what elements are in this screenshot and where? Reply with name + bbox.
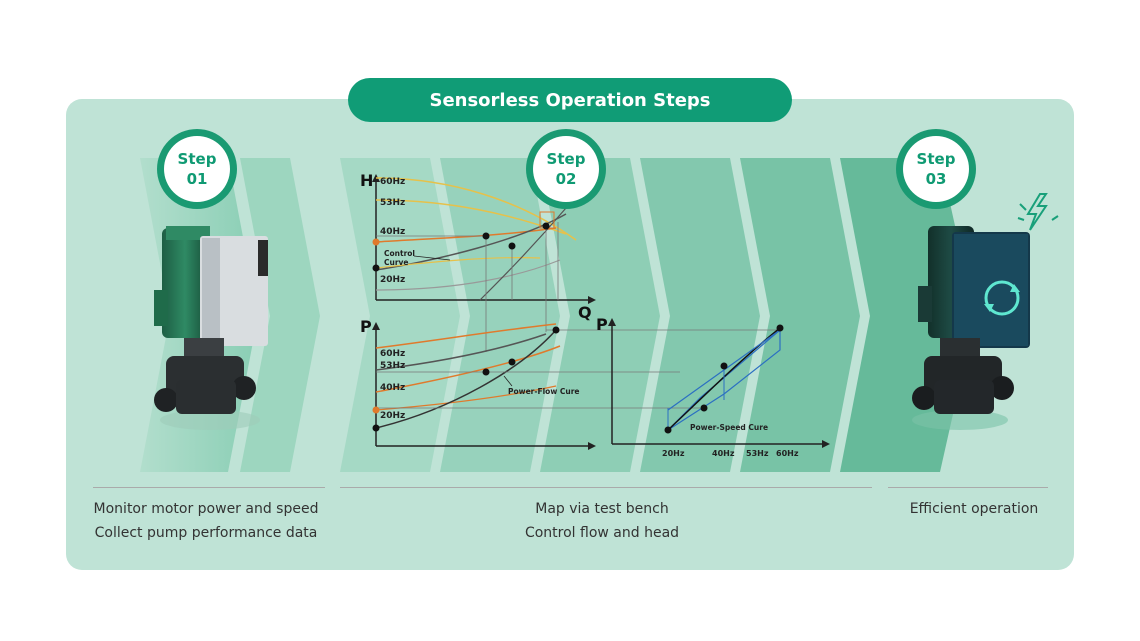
step-03-badge: Step 03 bbox=[896, 129, 976, 209]
step-1-caption-line-2: Collect pump performance data bbox=[94, 525, 318, 541]
step-02-badge: Step 02 bbox=[526, 129, 606, 209]
step-03-number: 03 bbox=[925, 170, 947, 188]
hq-x-axis-label: Q bbox=[578, 303, 592, 322]
control-curve-label-2: Curve bbox=[384, 258, 409, 267]
pq-label-60hz: 60Hz bbox=[380, 349, 405, 359]
ps-tick-40hz: 40Hz bbox=[712, 449, 735, 458]
pq-label-40hz: 40Hz bbox=[380, 383, 405, 393]
divider-step-2 bbox=[340, 487, 872, 488]
pq-chart: P 60Hz 53Hz 40Hz 20Hz Power-Flow Cure bbox=[360, 317, 780, 450]
step-3-caption: Efficient operation bbox=[884, 497, 1064, 521]
hq-label-40hz: 40Hz bbox=[380, 227, 405, 237]
step-1-caption-line-1: Monitor motor power and speed bbox=[93, 501, 319, 517]
ps-y-axis-label: P bbox=[596, 315, 608, 334]
pq-label-20hz: 20Hz bbox=[380, 411, 405, 421]
ps-chart: P 20Hz 40Hz 53Hz 60Hz Power-Speed Cure bbox=[596, 315, 830, 458]
hq-y-axis-label: H bbox=[360, 171, 373, 190]
power-flow-label: Power-Flow Cure bbox=[508, 387, 580, 396]
step-01-word: Step bbox=[177, 150, 217, 168]
pq-y-axis-label: P bbox=[360, 317, 372, 336]
pump-efficient-icon bbox=[912, 226, 1030, 430]
step-01-number: 01 bbox=[186, 170, 208, 188]
page-title: Sensorless Operation Steps bbox=[348, 78, 792, 122]
hq-label-20hz: 20Hz bbox=[380, 275, 405, 285]
refresh-icon bbox=[984, 280, 1020, 316]
step-01-badge: Step 01 bbox=[157, 129, 237, 209]
step-3-caption-line-1: Efficient operation bbox=[909, 501, 1039, 517]
ps-tick-20hz: 20Hz bbox=[662, 449, 685, 458]
step-02-number: 02 bbox=[555, 170, 577, 188]
power-speed-label: Power-Speed Cure bbox=[690, 423, 768, 432]
hq-label-53hz: 53Hz bbox=[380, 198, 405, 208]
step-2-caption-line-2: Control flow and head bbox=[524, 525, 680, 541]
step-2-caption: Map via test bench Control flow and head bbox=[452, 497, 752, 545]
pump-motor-icon bbox=[154, 226, 268, 430]
pq-label-53hz: 53Hz bbox=[380, 361, 405, 371]
ps-tick-53hz: 53Hz bbox=[746, 449, 769, 458]
ps-tick-60hz: 60Hz bbox=[776, 449, 799, 458]
step-1-caption: Monitor motor power and speed Collect pu… bbox=[76, 497, 336, 545]
hq-label-60hz: 60Hz bbox=[380, 177, 405, 187]
control-curve-label-1: Control bbox=[384, 249, 415, 258]
divider-step-3 bbox=[888, 487, 1048, 488]
divider-step-1 bbox=[93, 487, 325, 488]
lightning-icon bbox=[1017, 193, 1059, 231]
step-03-word: Step bbox=[916, 150, 956, 168]
step-02-word: Step bbox=[546, 150, 586, 168]
step-2-caption-line-1: Map via test bench bbox=[535, 501, 669, 517]
